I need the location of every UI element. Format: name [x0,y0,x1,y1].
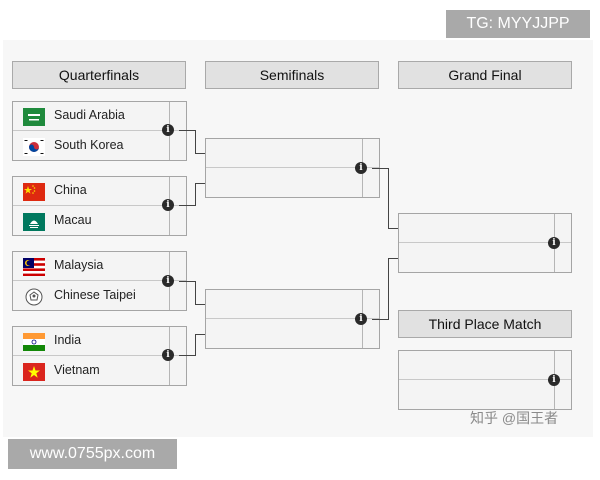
connector-line [179,355,195,356]
team-row[interactable]: Vietnam [13,357,186,386]
team-name: China [54,183,87,197]
qf-match-4[interactable]: India Vietnam [12,326,187,386]
connector-line [388,258,389,320]
info-glyph: i [359,314,363,324]
india-flag-icon [23,333,45,351]
south-korea-flag-icon [23,138,45,156]
info-icon[interactable]: i [548,374,560,386]
connector-line [195,281,196,304]
team-row[interactable] [399,351,571,380]
header-quarterfinals-label: Quarterfinals [58,67,140,83]
connector-line [388,168,389,228]
watermark-zhihu: 知乎 @国王者 [470,410,559,426]
connector-line [195,130,196,153]
team-row[interactable]: Chinese Taipei [13,282,186,311]
info-icon[interactable]: i [162,199,174,211]
watermark-top: TG: MYYJJPP [446,10,590,38]
info-icon[interactable]: i [162,124,174,136]
team-row[interactable]: India [13,327,186,356]
chinese-taipei-flag-icon [25,288,43,306]
header-third-place-label: Third Place Match [428,316,542,332]
watermark-top-text: TG: MYYJJPP [466,15,570,32]
header-grand-final: Grand Final [398,61,572,89]
team-name: South Korea [54,138,124,152]
connector-line [372,319,388,320]
team-row[interactable] [399,244,571,273]
connector-line [195,183,205,184]
connector-line [195,304,205,305]
connector-line [388,258,398,259]
header-third-place: Third Place Match [398,310,572,338]
team-row[interactable] [399,381,571,410]
header-quarterfinals: Quarterfinals [12,61,186,89]
team-row[interactable]: Macau [13,207,186,236]
connector-line [179,130,195,131]
header-semifinals-label: Semifinals [259,67,325,83]
team-name: India [54,333,82,347]
team-row[interactable] [206,320,379,349]
connector-line [195,334,205,335]
connector-line [195,183,196,206]
saudi-arabia-flag-icon [23,108,45,126]
team-row[interactable] [206,290,379,319]
header-semifinals: Semifinals [205,61,379,89]
qf-match-3[interactable]: Malaysia Chinese Taipei [12,251,187,311]
sf-match-1[interactable] [205,138,380,198]
info-glyph: i [552,238,556,248]
info-icon[interactable]: i [355,313,367,325]
connector-line [388,228,398,229]
team-row[interactable]: Saudi Arabia [13,102,186,131]
connector-line [179,205,195,206]
info-glyph: i [166,276,170,286]
sf-match-2[interactable] [205,289,380,349]
third-place-match[interactable] [398,350,572,410]
header-grand-final-label: Grand Final [448,67,522,83]
qf-match-2[interactable]: China Macau [12,176,187,236]
info-glyph: i [359,163,363,173]
connector-line [195,334,196,356]
team-row[interactable] [206,169,379,198]
watermark-bottom: www.0755px.com [8,439,177,469]
info-icon[interactable]: i [355,162,367,174]
team-name: Malaysia [54,258,104,272]
team-row[interactable]: South Korea [13,132,186,161]
team-row[interactable] [399,214,571,243]
team-row[interactable]: China [13,177,186,206]
info-glyph: i [166,350,170,360]
china-flag-icon [23,183,45,201]
info-glyph: i [166,125,170,135]
grand-final-match[interactable] [398,213,572,273]
connector-line [179,281,195,282]
qf-match-1[interactable]: Saudi Arabia South Korea [12,101,187,161]
macau-flag-icon [23,213,45,231]
team-row[interactable]: Malaysia [13,252,186,281]
connector-line [372,168,388,169]
info-icon[interactable]: i [548,237,560,249]
malaysia-flag-icon [23,258,45,276]
watermark-bottom-text: www.0755px.com [29,445,156,462]
vietnam-flag-icon [23,363,45,381]
team-name: Saudi Arabia [54,108,125,122]
connector-line [195,153,205,154]
info-icon[interactable]: i [162,349,174,361]
info-glyph: i [166,200,170,210]
team-name: Chinese Taipei [54,288,136,302]
info-icon[interactable]: i [162,275,174,287]
info-glyph: i [552,375,556,385]
team-name: Vietnam [54,363,100,377]
team-row[interactable] [206,139,379,168]
team-name: Macau [54,213,92,227]
